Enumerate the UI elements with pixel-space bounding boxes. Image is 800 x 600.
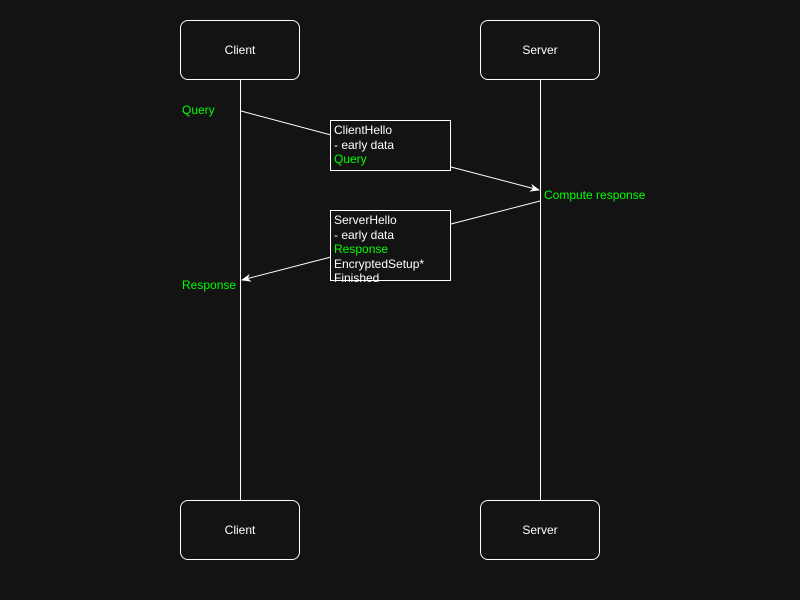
server-hello-line: ServerHello [334,213,397,227]
client-actor-top: Client [180,20,300,80]
client-query-line: Query [334,152,367,166]
client-hello-line: ClientHello [334,123,393,137]
client-response-label: Response [182,278,237,292]
server-actor-bottom: Server [480,500,600,560]
finished-line: Finished [334,271,380,285]
client-actor-top-label: Client [224,43,256,57]
server-actor-top-label: Server [522,43,558,57]
server-actor-bottom-label: Server [522,523,558,537]
server-actor-top: Server [480,20,600,80]
server-early-data-line: - early data [334,227,395,242]
server-compute-label: Compute response [544,188,646,202]
client-hello-message-box: ClientHello - early data Query [330,120,451,171]
server-response-line: Response [334,242,389,256]
client-early-data-line: - early data [334,137,395,152]
client-query-label: Query [182,103,215,117]
server-hello-message-box: ServerHello - early data Response Encryp… [330,210,451,285]
client-actor-bottom-label: Client [224,523,256,537]
encrypted-setup-line: EncryptedSetup* [334,256,425,271]
client-actor-bottom: Client [180,500,300,560]
